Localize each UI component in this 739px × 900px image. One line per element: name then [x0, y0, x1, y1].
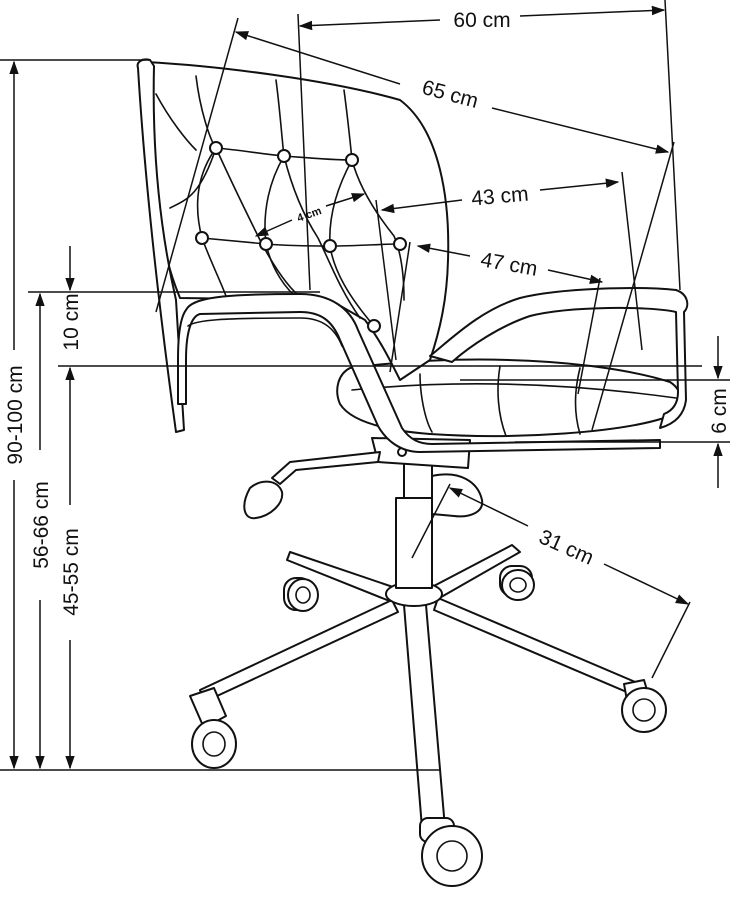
dim-seat-height: 45-55 cm — [58, 365, 702, 770]
label-overall-width: 60 cm — [453, 9, 510, 32]
caster-front — [419, 817, 483, 887]
caster-front-left — [189, 687, 237, 769]
label-base-radius: 31 cm — [535, 525, 597, 569]
office-chair-illustration — [136, 58, 689, 887]
label-seat-height: 45-55 cm — [60, 528, 83, 616]
label-total-height: 90-100 cm — [4, 365, 27, 464]
dimension-lines: 90-100 cm 56-66 cm 45-55 cm 10 cm 6 — [0, 0, 731, 771]
label-seat-depth: 47 cm — [479, 248, 539, 281]
label-seat-thickness: 6 cm — [708, 388, 731, 434]
dim-seat-thickness: 6 cm — [460, 336, 731, 488]
gas-lift — [395, 459, 484, 589]
dim-seat-width: 43 cm — [375, 171, 643, 361]
armrest-right — [429, 287, 689, 429]
backrest-tufts — [195, 141, 407, 333]
casters — [189, 565, 667, 887]
label-seat-width: 43 cm — [470, 183, 529, 211]
label-armrest-height: 56-66 cm — [30, 481, 53, 569]
caster-back-right — [499, 565, 535, 601]
armrest-left — [177, 293, 661, 453]
dim-total-height: 90-100 cm — [0, 59, 440, 771]
dim-armrest-height: 56-66 cm — [28, 291, 320, 770]
dim-overall-width: 60 cm — [297, 0, 681, 291]
label-overall-depth: 65 cm — [420, 76, 481, 113]
caster-back-left — [283, 577, 319, 612]
dim-armrest-gap: 10 cm — [60, 246, 83, 351]
seat-cushion — [336, 358, 681, 437]
backrest — [136, 58, 450, 433]
label-armrest-gap: 10 cm — [60, 293, 83, 350]
caster-front-right — [621, 679, 667, 733]
